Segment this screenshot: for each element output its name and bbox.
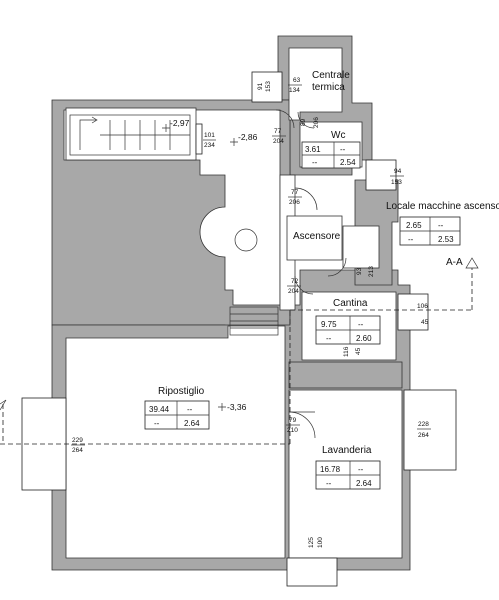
label-wc: Wc — [331, 130, 345, 141]
window-cantina — [397, 293, 429, 331]
svg-text:45: 45 — [355, 347, 362, 355]
svg-text:101: 101 — [204, 132, 215, 139]
column — [234, 228, 258, 252]
info-box-cantina: 9.75 -- -- 2.60 — [315, 315, 381, 345]
svg-text:94: 94 — [394, 168, 402, 175]
svg-text:153: 153 — [391, 179, 402, 186]
wc-area: 3.61 — [305, 145, 321, 154]
svg-text:229: 229 — [72, 437, 83, 444]
svg-text:89: 89 — [300, 118, 307, 126]
locale-c2: -- — [408, 235, 414, 244]
svg-text:77: 77 — [274, 128, 282, 135]
wc-c2: -- — [312, 158, 318, 167]
svg-text:93: 93 — [356, 267, 363, 275]
doors — [275, 109, 347, 439]
svg-text:106: 106 — [417, 303, 428, 310]
label-ripostiglio: Ripostiglio — [158, 386, 205, 397]
room-labels: Centrale termica Wc Locale macchine asce… — [158, 70, 499, 456]
label-lavanderia: Lavanderia — [322, 445, 372, 456]
svg-text:206: 206 — [289, 199, 300, 206]
ripostiglio-c1: -- — [187, 405, 193, 414]
svg-text:134: 134 — [289, 87, 300, 94]
level-hall: -2,86 — [238, 132, 258, 142]
svg-text:213: 213 — [368, 266, 375, 277]
level-labels: -2,97 -2,86 -3,36 — [170, 118, 258, 412]
window-top — [251, 71, 283, 103]
locale-area: 2.65 — [406, 221, 422, 230]
svg-text:206: 206 — [313, 117, 320, 128]
svg-text:91: 91 — [257, 82, 264, 90]
ripostiglio-c2: -- — [154, 419, 160, 428]
cantina-area: 9.75 — [321, 320, 337, 329]
locale-height: 2.53 — [438, 235, 454, 244]
info-box-locale: 2.65 -- -- 2.53 — [399, 216, 461, 246]
svg-text:264: 264 — [418, 432, 429, 439]
svg-text:234: 234 — [204, 142, 215, 149]
svg-text:45: 45 — [421, 319, 429, 326]
section-label: A-A — [446, 257, 463, 268]
svg-text:228: 228 — [418, 421, 429, 428]
partition — [288, 361, 403, 389]
svg-text:77: 77 — [291, 189, 299, 196]
label-centrale-2: termica — [312, 82, 345, 93]
svg-text:125: 125 — [308, 537, 315, 548]
room-ascensore — [286, 215, 343, 261]
info-box-ripostiglio: 39.44 -- -- 2.64 — [144, 400, 210, 430]
section-arrow-right — [465, 257, 479, 269]
svg-text:204: 204 — [288, 288, 299, 295]
cantina-c1: -- — [358, 320, 364, 329]
lavanderia-height: 2.64 — [356, 479, 372, 488]
svg-text:63: 63 — [293, 77, 301, 84]
opening-dimensions: 63 134 91 153 101 234 77 204 89 206 94 1… — [71, 77, 431, 548]
section-line — [0, 257, 479, 445]
ripostiglio-height: 2.64 — [184, 419, 200, 428]
cantina-height: 2.60 — [356, 334, 372, 343]
locale-c1: -- — [438, 221, 444, 230]
svg-text:72: 72 — [291, 278, 299, 285]
svg-text:116: 116 — [343, 346, 350, 357]
cantina-c2: -- — [326, 334, 332, 343]
level-ripostiglio: -3,36 — [227, 402, 247, 412]
room-ripostiglio — [65, 325, 286, 559]
label-cantina: Cantina — [333, 298, 368, 309]
lavanderia-c2: -- — [326, 479, 332, 488]
window-hall — [195, 123, 203, 155]
svg-text:100: 100 — [317, 537, 324, 548]
rooms — [63, 47, 403, 559]
label-locale: Locale macchine ascensore — [386, 201, 499, 212]
info-box-wc: 3.61 -- -- 2.54 — [301, 141, 361, 169]
stair-area — [65, 107, 197, 161]
window-bottom — [286, 557, 338, 587]
lavanderia-area: 16.78 — [320, 465, 341, 474]
svg-text:204: 204 — [273, 138, 284, 145]
ripostiglio-area: 39.44 — [149, 405, 170, 414]
section-arrow-left — [0, 399, 7, 411]
staircase — [69, 114, 191, 156]
svg-text:210: 210 — [287, 427, 298, 434]
label-centrale-1: Centrale — [312, 70, 350, 81]
lavanderia-c1: -- — [358, 465, 364, 474]
svg-text:79: 79 — [289, 417, 297, 424]
level-stair: -2,97 — [170, 118, 190, 128]
room-centrale-termica — [288, 47, 343, 121]
level-markers — [162, 124, 238, 411]
svg-text:153: 153 — [265, 81, 272, 92]
wc-c1: -- — [340, 145, 346, 154]
info-box-lavanderia: 16.78 -- -- 2.64 — [315, 460, 381, 490]
label-ascensore: Ascensore — [293, 231, 341, 242]
entry-steps — [229, 306, 279, 336]
window-locale — [365, 159, 397, 191]
room-locale-macchine — [342, 225, 380, 269]
svg-text:264: 264 — [72, 447, 83, 454]
window-right — [403, 389, 457, 471]
wc-height: 2.54 — [340, 158, 356, 167]
